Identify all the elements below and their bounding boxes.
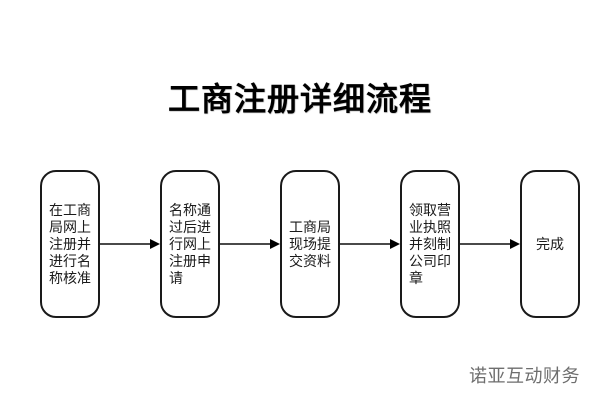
flow-step-2: 名称通 过后进 行网上 注册申 请 xyxy=(160,170,220,318)
arrow-right-icon xyxy=(270,239,280,249)
arrow-line xyxy=(460,243,513,245)
flow-arrow-2 xyxy=(220,170,280,318)
page-title: 工商注册详细流程 xyxy=(167,81,432,117)
arrow-line xyxy=(220,243,273,245)
arrow-line xyxy=(100,243,153,245)
flow-step-5: 完成 xyxy=(520,170,580,318)
flow-arrow-3 xyxy=(340,170,400,318)
brand-watermark: 诺亚互动财务 xyxy=(469,366,580,386)
flow-step-5-label: 完成 xyxy=(536,235,564,252)
flow-step-2-label: 名称通 过后进 行网上 注册申 请 xyxy=(169,201,211,286)
arrow-right-icon xyxy=(390,239,400,249)
flow-step-3-label: 工商局 现场提 交资料 xyxy=(289,218,331,269)
flow-arrow-1 xyxy=(100,170,160,318)
arrow-line xyxy=(340,243,393,245)
flow-step-1-label: 在工商 局网上 注册并 进行名 称核准 xyxy=(49,201,91,286)
flow-step-4: 领取营 业执照 并刻制 公司印 章 xyxy=(400,170,460,318)
arrow-right-icon xyxy=(150,239,160,249)
flow-step-3: 工商局 现场提 交资料 xyxy=(280,170,340,318)
flow-diagram: 在工商 局网上 注册并 进行名 称核准 名称通 过后进 行网上 注册申 请 工商… xyxy=(40,170,580,318)
arrow-right-icon xyxy=(510,239,520,249)
flow-arrow-4 xyxy=(460,170,520,318)
flow-step-4-label: 领取营 业执照 并刻制 公司印 章 xyxy=(409,201,451,286)
flow-step-1: 在工商 局网上 注册并 进行名 称核准 xyxy=(40,170,100,318)
